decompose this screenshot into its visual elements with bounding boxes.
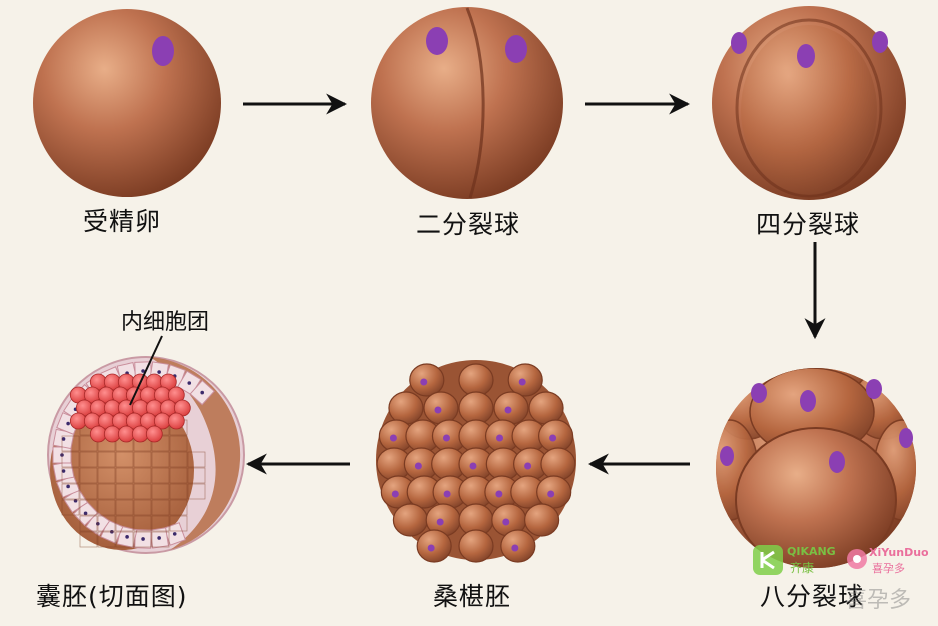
- trophoblast-nucleus: [173, 532, 177, 536]
- label-blastocyst: 囊胚(切面图): [36, 577, 188, 613]
- label-four-cell: 四分裂球: [756, 205, 860, 241]
- xiyunduo-logo-icon: [847, 549, 867, 569]
- trophoblast-nucleus: [66, 485, 70, 489]
- eight-cell-embryo: [702, 350, 930, 572]
- morula-nucleus: [415, 463, 422, 470]
- zygote-cell: [33, 9, 221, 197]
- four-cell-nucleus-center: [797, 44, 815, 68]
- morula-nucleus: [549, 435, 556, 442]
- qikang-logo-icon: [753, 545, 783, 575]
- morula-cell: [508, 364, 542, 396]
- morula-nucleus: [443, 435, 450, 442]
- morula-cell: [393, 504, 427, 536]
- morula-cell: [389, 392, 423, 424]
- trophoblast-nucleus: [157, 370, 161, 374]
- label-inner-cell-mass: 内细胞团: [121, 304, 209, 336]
- morula-nucleus: [444, 491, 451, 498]
- trophoblast-nucleus: [200, 391, 204, 395]
- two-cell-nucleus-right: [505, 35, 527, 63]
- inner-cell-mass-cell: [70, 413, 86, 429]
- morula: [376, 360, 576, 562]
- trophoblast-nucleus: [74, 499, 78, 503]
- watermark-bottom-right: 喜孕多: [845, 582, 911, 614]
- morula-nucleus: [511, 545, 518, 552]
- inner-cell-mass-cell: [168, 413, 184, 429]
- watermark-xiyunduo-en: XiYunDuo: [869, 546, 929, 559]
- watermark-qikang-en: QIKANG: [787, 545, 836, 558]
- blastocyst-section: [48, 357, 244, 553]
- morula-cell: [539, 420, 573, 452]
- morula-cell: [537, 476, 571, 508]
- morula-cell: [529, 392, 563, 424]
- morula-cell: [525, 504, 559, 536]
- inner-cell-mass-cell: [146, 426, 162, 442]
- morula-nucleus: [434, 407, 441, 414]
- morula-cell: [459, 392, 493, 424]
- label-two-cell: 二分裂球: [416, 205, 520, 241]
- trophoblast-nucleus: [157, 536, 161, 540]
- morula-nucleus: [502, 519, 509, 526]
- morula-cell: [541, 448, 575, 480]
- trophoblast-nucleus: [141, 537, 145, 541]
- morula-cell: [410, 364, 444, 396]
- four-cell-nucleus-right: [872, 31, 888, 53]
- inner-cell-mass-cell: [90, 426, 106, 442]
- morula-cell: [459, 530, 493, 562]
- morula-cell: [417, 530, 451, 562]
- morula-cell: [494, 392, 528, 424]
- morula-nucleus: [547, 491, 554, 498]
- morula-nucleus: [428, 545, 435, 552]
- watermark-xiyunduo-cn: 喜孕多: [872, 560, 905, 576]
- morula-nucleus: [524, 463, 531, 470]
- trophoblast-nucleus: [84, 512, 88, 516]
- trophoblast-nucleus: [125, 535, 129, 539]
- inner-cell-mass-cell: [104, 426, 120, 442]
- zygote-nucleus: [152, 36, 174, 66]
- morula-nucleus: [470, 463, 477, 470]
- morula-nucleus: [390, 435, 397, 442]
- watermark-qikang-cn: 齐康: [790, 559, 814, 576]
- label-morula: 桑椹胚: [433, 577, 511, 613]
- morula-cell: [501, 530, 535, 562]
- morula-cell: [424, 392, 458, 424]
- morula-nucleus: [420, 379, 427, 386]
- morula-nucleus: [392, 491, 399, 498]
- morula-nucleus: [519, 379, 526, 386]
- morula-nucleus: [505, 407, 512, 414]
- morula-nucleus: [437, 519, 444, 526]
- four-cell-embryo: [712, 6, 906, 200]
- morula-nucleus: [495, 491, 502, 498]
- morula-cell: [459, 364, 493, 396]
- morula-nucleus: [496, 435, 503, 442]
- two-cell-embryo: [371, 7, 563, 199]
- two-cell-nucleus-left: [426, 27, 448, 55]
- four-cell-nucleus-left: [731, 32, 747, 54]
- trophoblast-nucleus: [66, 422, 70, 426]
- trophoblast-nucleus: [187, 381, 191, 385]
- label-zygote: 受精卵: [83, 202, 161, 238]
